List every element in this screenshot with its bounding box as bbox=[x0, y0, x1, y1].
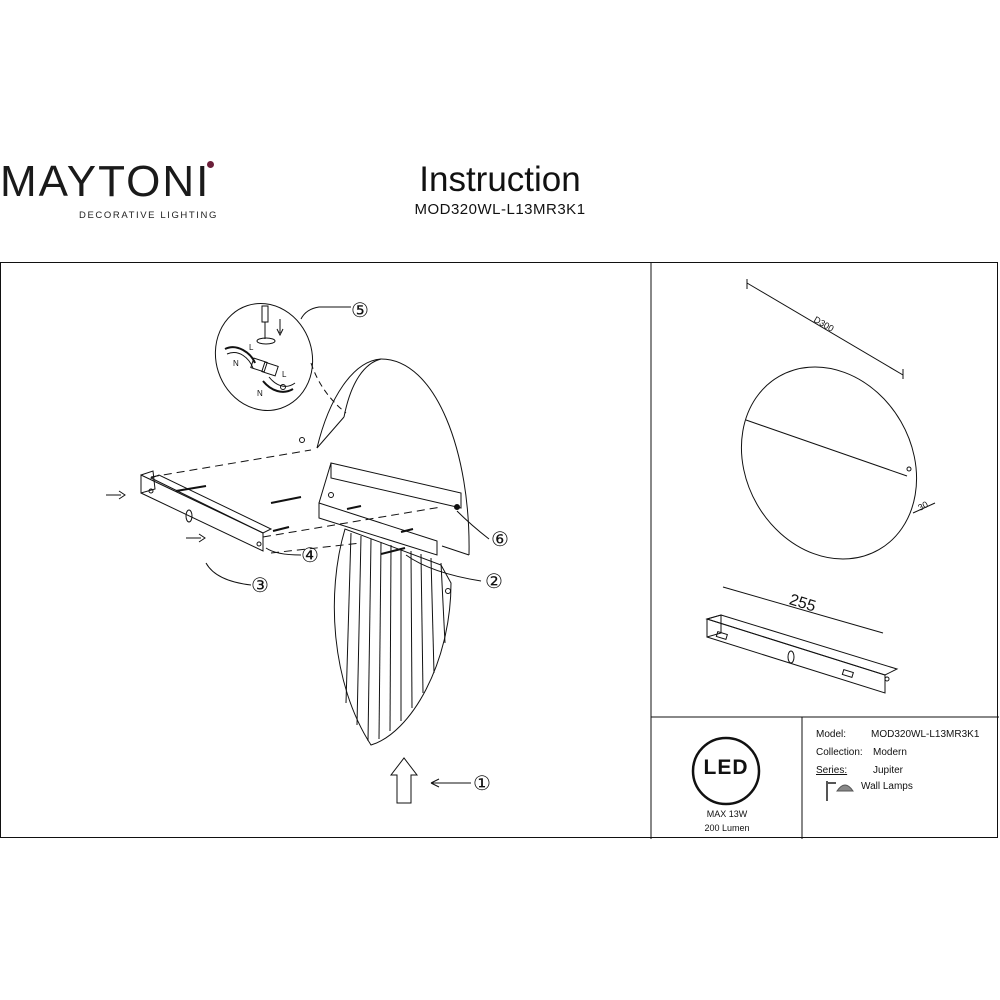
spec-model-value: MOD320WL-L13MR3K1 bbox=[871, 729, 980, 740]
spec-series-value: Jupiter bbox=[873, 765, 904, 776]
lamp-body bbox=[316, 358, 470, 556]
assembly-guides bbox=[150, 449, 442, 554]
callout-3: ③ bbox=[251, 575, 269, 597]
wiring-label-neutral-2: N bbox=[257, 389, 263, 398]
spec-collection-value: Modern bbox=[873, 747, 907, 758]
brand-tagline: DECORATIVE LIGHTING bbox=[79, 210, 218, 221]
instruction-sheet: ⑤ ⑥ ② ④ ③ ① L N L N D300 30 255 LED MAX … bbox=[0, 262, 999, 839]
led-badge bbox=[691, 736, 761, 806]
fluted-diffuser bbox=[333, 528, 452, 746]
callout-5: ⑤ bbox=[351, 300, 369, 322]
bracket-drawing bbox=[705, 586, 899, 694]
spec-model-label: Model: bbox=[816, 729, 847, 740]
brand-logo: MAYTONI DECORATIVE LIGHTING bbox=[0, 160, 222, 222]
callout-4: ④ bbox=[301, 545, 319, 567]
callout-6: ⑥ bbox=[491, 529, 509, 551]
wall-bracket bbox=[140, 470, 273, 552]
wiring-detail bbox=[214, 303, 347, 414]
brand-name: MAYTONI bbox=[0, 160, 222, 204]
wiring-label-neutral: N bbox=[233, 359, 239, 368]
leader-lines bbox=[205, 306, 490, 788]
badge-power: MAX 13W bbox=[706, 809, 748, 819]
spec-collection-label: Collection: bbox=[816, 747, 863, 758]
insert-arrow-icon bbox=[389, 757, 419, 804]
wiring-label-live-2: L bbox=[282, 370, 287, 379]
sheet-drawing bbox=[106, 263, 999, 839]
wiring-label-live: L bbox=[249, 343, 254, 352]
model-subtitle: MOD320WL-L13MR3K1 bbox=[414, 201, 586, 218]
brand-accent-dot bbox=[207, 161, 214, 168]
led-badge-label: LED bbox=[703, 756, 749, 779]
spec-series-label: Series: bbox=[816, 765, 848, 776]
callout-1: ① bbox=[473, 773, 491, 795]
assembly-diagram bbox=[106, 303, 490, 804]
wall-lamp-icon bbox=[826, 781, 854, 801]
callout-2: ② bbox=[485, 571, 503, 593]
spec-type-value: Wall Lamps bbox=[861, 781, 913, 792]
dimension-drawing bbox=[740, 279, 936, 560]
page-title: Instruction bbox=[419, 160, 581, 199]
badge-flux: 200 Lumen bbox=[704, 823, 750, 833]
brand-name-text: MAYTONI bbox=[0, 157, 211, 206]
screws bbox=[106, 437, 460, 594]
